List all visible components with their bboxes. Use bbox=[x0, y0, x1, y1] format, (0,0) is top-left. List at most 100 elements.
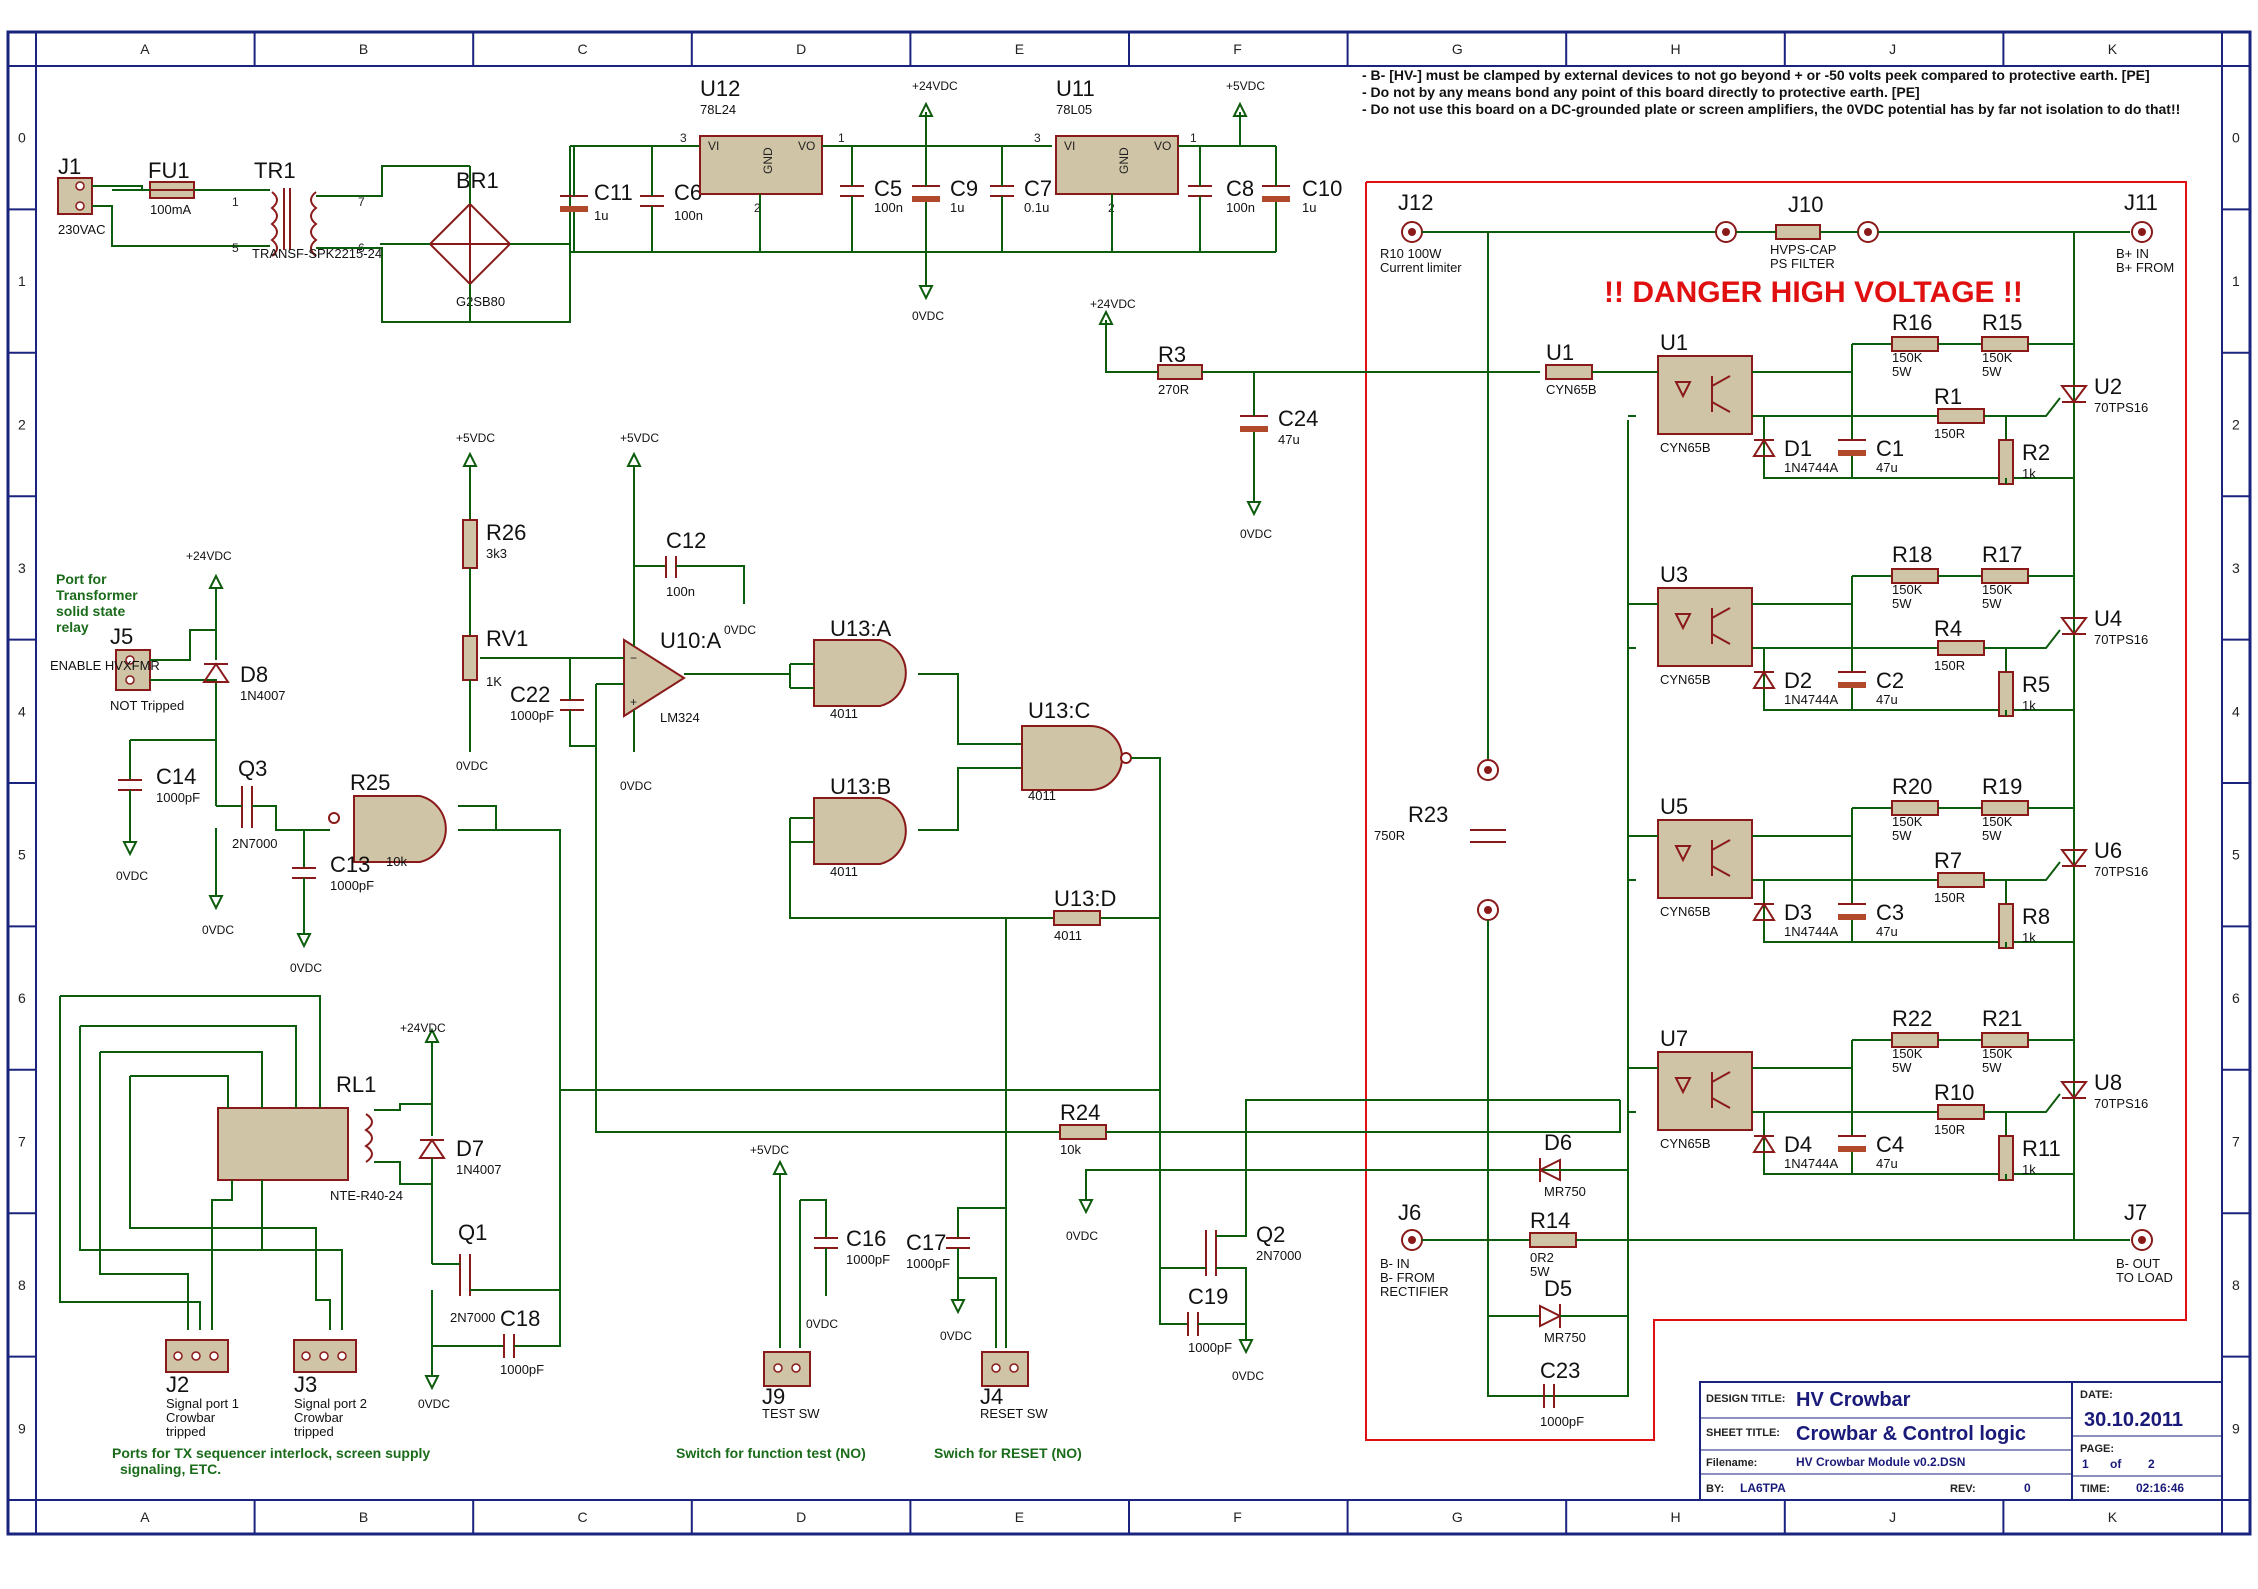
frame-row-label: 3 bbox=[2232, 560, 2240, 576]
gate-resistor-value: 150R bbox=[1934, 1122, 1965, 1137]
rv1-value: 1K bbox=[486, 674, 502, 689]
resistor-value: 1k bbox=[2022, 698, 2036, 713]
frame-row-label: 5 bbox=[2232, 847, 2240, 863]
gate-resistor-ref: R7 bbox=[1934, 848, 1962, 873]
cap-ref: C3 bbox=[1876, 900, 1904, 925]
c9-capacitor bbox=[912, 146, 940, 252]
gnd-c12: 0VDC bbox=[724, 623, 756, 637]
gate-resistor bbox=[1937, 408, 1985, 424]
capacitor bbox=[1838, 450, 1866, 456]
q2-value: 2N7000 bbox=[1256, 1248, 1302, 1263]
cap-value: 47u bbox=[1876, 1156, 1898, 1171]
j12-resistor bbox=[1775, 224, 1821, 240]
gnd-c13: 0VDC bbox=[290, 961, 322, 975]
resistor-ref: R21 bbox=[1982, 1006, 2022, 1031]
u13c-value: 4011 bbox=[1028, 788, 1056, 803]
c18-value: 1000pF bbox=[500, 1362, 544, 1377]
capacitor bbox=[1838, 682, 1866, 688]
c8-value: 100n bbox=[1226, 200, 1255, 215]
frame-row-label: 4 bbox=[2232, 703, 2240, 719]
svg-text:3: 3 bbox=[680, 131, 687, 145]
resistor-ref: R2 bbox=[2022, 440, 2050, 465]
optocoupler bbox=[1657, 1051, 1753, 1131]
fu1-value: 100mA bbox=[150, 202, 192, 217]
tb-filename-label: Filename: bbox=[1706, 1457, 1757, 1469]
r14-value-2: 5W bbox=[1530, 1264, 1550, 1279]
j8-value-1: B+ IN bbox=[2116, 246, 2149, 261]
svg-text:1: 1 bbox=[232, 195, 239, 209]
gnd-c14: 0VDC bbox=[116, 869, 148, 883]
u12-regulator bbox=[699, 135, 823, 195]
q3-mosfet bbox=[216, 786, 330, 831]
u10a-ref: U10:A bbox=[660, 628, 721, 653]
j12-ref: J10 bbox=[1788, 192, 1823, 217]
scr-ref: U2 bbox=[2094, 374, 2122, 399]
hv-stage bbox=[1628, 336, 2088, 485]
gnd-q3: 0VDC bbox=[202, 923, 234, 937]
c24-value: 47u bbox=[1278, 432, 1300, 447]
r26-value: 3k3 bbox=[486, 546, 507, 561]
c13-ref: C13 bbox=[330, 852, 370, 877]
r24-resistor bbox=[1053, 910, 1101, 926]
r14-value-1: 0R2 bbox=[1530, 1250, 1554, 1265]
r23-resistor bbox=[1545, 364, 1593, 380]
note-2: - Do not by any means bond any point of … bbox=[1362, 84, 1920, 100]
capacitor bbox=[1838, 914, 1866, 920]
pwr-5v-j9: +5VDC bbox=[750, 1143, 789, 1157]
frame-col-label: K bbox=[2108, 1509, 2118, 1525]
rl1-value: NTE-R40-24 bbox=[330, 1188, 403, 1203]
r14-resistor bbox=[1529, 1232, 1577, 1248]
j9-ref: J9 bbox=[762, 1384, 785, 1409]
pwr-5v-r26: +5VDC bbox=[456, 431, 495, 445]
svg-text:VI: VI bbox=[1064, 139, 1075, 153]
c7-capacitor bbox=[990, 146, 1014, 252]
c9-value: 1u bbox=[950, 200, 964, 215]
frame-row-label: 8 bbox=[2232, 1277, 2240, 1293]
rl1-relay bbox=[217, 1107, 349, 1181]
zener-value: 1N4744A bbox=[1784, 692, 1839, 707]
gate-resistor bbox=[1937, 640, 1985, 656]
c19-value: 1000pF bbox=[1188, 1340, 1232, 1355]
resistor-value: 150K bbox=[1892, 814, 1923, 829]
u10a-opamp bbox=[623, 638, 686, 718]
j3-ref: J3 bbox=[294, 1372, 317, 1397]
r3-resistor bbox=[1157, 364, 1203, 380]
resistor-ref: R5 bbox=[2022, 672, 2050, 697]
opto-value: CYN65B bbox=[1660, 904, 1711, 919]
svg-text:VI: VI bbox=[708, 139, 719, 153]
j2-ref: J2 bbox=[166, 1372, 189, 1397]
u12-value: 78L24 bbox=[700, 102, 736, 117]
resistor bbox=[1891, 1032, 1939, 1048]
d8-ref: D8 bbox=[240, 662, 268, 687]
hv-boundary bbox=[1365, 181, 2187, 1441]
scr bbox=[2060, 849, 2088, 868]
hv-stage bbox=[1628, 800, 2088, 949]
frame-row-label: 0 bbox=[18, 130, 26, 146]
d7-value: 1N4007 bbox=[456, 1162, 502, 1177]
tb-rev-label: REV: bbox=[1950, 1483, 1976, 1495]
gnd-rv1: 0VDC bbox=[456, 759, 488, 773]
frame-row-label: 9 bbox=[18, 1420, 26, 1436]
tb-design-title-label: DESIGN TITLE: bbox=[1706, 1393, 1785, 1405]
resistor bbox=[1981, 1032, 2029, 1048]
tb-page-num: 1 bbox=[2082, 1457, 2089, 1471]
j10-ref: R23 bbox=[1408, 802, 1448, 827]
c7-value: 0.1u bbox=[1024, 200, 1049, 215]
q1-value: 2N7000 bbox=[450, 1310, 496, 1325]
resistor-ref: R22 bbox=[1892, 1006, 1932, 1031]
pwr-24v-r3: +24VDC bbox=[1090, 297, 1136, 311]
j3-value-3: tripped bbox=[294, 1424, 334, 1439]
svg-text:7: 7 bbox=[358, 195, 365, 209]
resistor-value2: 5W bbox=[1892, 364, 1912, 379]
opto-ref: U1 bbox=[1660, 330, 1688, 355]
r3-ref: R3 bbox=[1158, 342, 1186, 367]
d7-ref: D7 bbox=[456, 1136, 484, 1161]
scr-value: 70TPS16 bbox=[2094, 632, 2148, 647]
gate-resistor-value: 150R bbox=[1934, 658, 1965, 673]
j9-connector bbox=[763, 1351, 811, 1387]
resistor bbox=[1981, 336, 2029, 352]
resistor bbox=[1981, 800, 2029, 816]
c11-value: 1u bbox=[594, 208, 608, 223]
resistor-ref: R18 bbox=[1892, 542, 1932, 567]
